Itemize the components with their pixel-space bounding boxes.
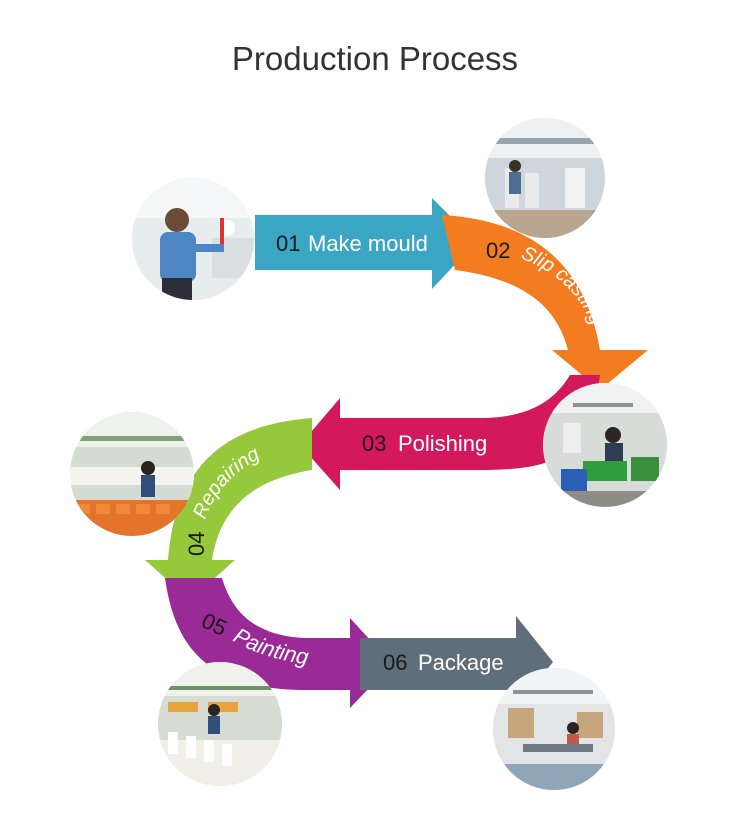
arrow-polishing xyxy=(300,375,600,490)
step-01-label: Make mould xyxy=(308,231,428,256)
step-03-number: 03 xyxy=(362,431,386,456)
arrow-slip-casting xyxy=(442,215,648,390)
step-06-number: 06 xyxy=(383,650,407,675)
step-06-label: Package xyxy=(418,650,504,675)
factory-painting-photo xyxy=(158,662,282,786)
step-02-number: 02 xyxy=(486,238,510,263)
workshop-casting-photo xyxy=(485,118,605,238)
arrow-make-mould xyxy=(255,198,476,289)
packing-area-photo xyxy=(493,668,615,790)
step-04-number: 04 xyxy=(184,532,209,556)
page-title: Production Process xyxy=(231,40,519,77)
step-01-number: 01 xyxy=(276,231,300,256)
arrow-painting xyxy=(165,578,392,708)
worker-mould-photo xyxy=(132,178,254,300)
arrow-repairing xyxy=(145,418,312,600)
step-03-label: Polishing xyxy=(398,431,487,456)
factory-repairing-photo xyxy=(70,412,194,536)
workers-polishing-photo xyxy=(543,383,667,507)
arrow-package xyxy=(360,616,553,708)
